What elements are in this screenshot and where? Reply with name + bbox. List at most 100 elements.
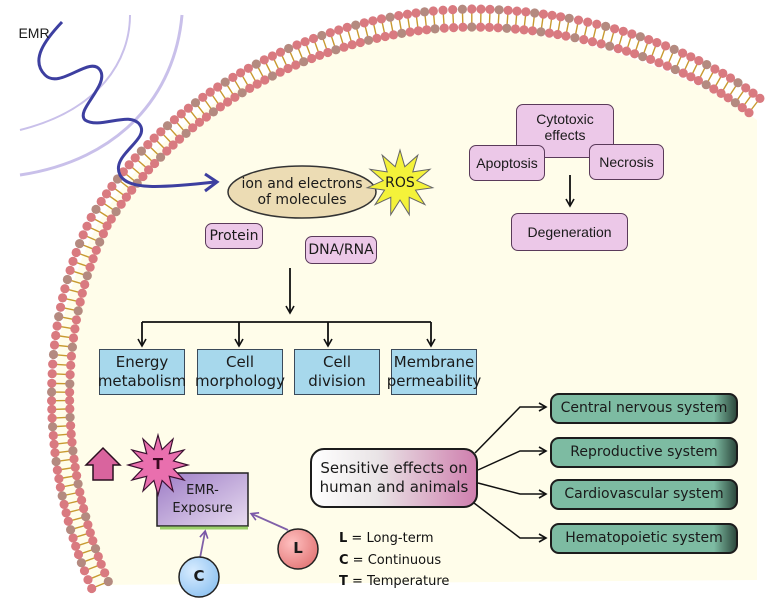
lipid-head	[494, 5, 504, 15]
lipid-head	[561, 31, 571, 41]
lipid-tail	[322, 39, 328, 49]
lipid-tail	[692, 63, 698, 74]
lipid-head	[86, 212, 96, 222]
lipid-tail	[83, 244, 93, 250]
lipid-head	[364, 35, 374, 45]
lipid-head	[65, 412, 75, 422]
effect-line1: Energy	[115, 353, 169, 372]
lipid-head	[402, 9, 412, 19]
lipid-head	[96, 559, 106, 569]
exposure-line2: Exposure	[172, 501, 233, 516]
lipid-tail	[197, 105, 205, 115]
lipid-head	[73, 479, 83, 489]
lipid-tail	[273, 59, 280, 69]
lipid-head	[718, 68, 728, 78]
lipid-head	[106, 214, 116, 224]
lipid-head	[260, 75, 270, 85]
effect-line2: morphology	[195, 372, 285, 390]
lipid-head	[51, 330, 61, 341]
lipid-head	[68, 446, 78, 456]
lipid-head	[613, 44, 623, 54]
lipid-head	[627, 29, 637, 39]
lipid-tail	[540, 17, 544, 29]
lipid-head	[150, 158, 160, 169]
lipid-head	[85, 528, 95, 538]
lipid-head	[448, 5, 458, 15]
long-term-badge	[277, 528, 319, 570]
lipid-head	[66, 351, 76, 361]
lipid-head	[65, 404, 75, 414]
lipid-head	[130, 153, 140, 163]
temperature-badge-label: T	[152, 455, 164, 474]
system-box-hematopoietic: Hematopoietic system	[550, 523, 738, 554]
lipid-head	[502, 23, 512, 33]
lipid-tail	[57, 433, 68, 436]
lipid-tail	[120, 180, 130, 189]
emr-exposure-text: EMR- Exposure	[157, 476, 248, 524]
lipid-head	[252, 79, 262, 89]
lipid-tail	[68, 289, 79, 293]
lipid-head	[162, 121, 173, 131]
effect-line2: metabolism	[97, 372, 187, 390]
lipid-head	[292, 40, 302, 50]
lipid-head	[334, 25, 344, 35]
lipid-tail	[94, 218, 104, 225]
lipid-tail	[241, 75, 249, 86]
lipid-head	[510, 24, 520, 34]
lipid-tail	[226, 85, 234, 95]
lipid-head	[536, 27, 546, 37]
lipid-head	[476, 4, 486, 14]
lipid-head	[230, 92, 240, 102]
lipid-tail	[71, 279, 82, 285]
lipid-head	[73, 306, 83, 316]
legend-item: C = Continuous	[339, 553, 441, 568]
lipid-tail	[744, 95, 752, 105]
lipid-head	[618, 26, 628, 36]
lipid-head	[730, 98, 741, 108]
lipid-tail	[59, 335, 70, 339]
lipid-head	[79, 566, 90, 576]
lipid-tail	[137, 160, 147, 168]
lipid-head	[71, 247, 81, 258]
lipid-head	[190, 98, 201, 108]
lipid-tail	[557, 20, 561, 31]
lipid-head	[183, 103, 193, 113]
lipid-tail	[79, 541, 90, 546]
lipid-head	[51, 456, 61, 467]
lipid-tail	[64, 483, 75, 488]
lipid-head	[579, 35, 589, 45]
lipid-tail	[90, 227, 101, 233]
lipid-head	[93, 551, 103, 562]
lipid-tail	[84, 557, 95, 562]
lipid-tail	[297, 48, 303, 59]
lipid-head	[670, 64, 680, 75]
lipid-head	[299, 57, 309, 67]
lipid-tail	[156, 140, 165, 149]
lipid-head	[83, 575, 93, 585]
lipid-head	[485, 4, 495, 15]
emr-exposure-box	[156, 472, 249, 527]
lipid-head	[413, 26, 423, 36]
lipid-tail	[211, 95, 219, 104]
lipid-head	[107, 181, 117, 191]
lipid-head	[75, 239, 85, 249]
lipid-tail	[373, 24, 377, 35]
lipid-head	[48, 349, 59, 360]
lipid-head	[47, 378, 57, 388]
legend-key: L	[339, 531, 348, 546]
lipid-head	[60, 284, 70, 294]
lipid-tail	[109, 195, 119, 203]
lipid-head	[317, 30, 327, 41]
lipid-head	[342, 22, 352, 32]
lipid-tail	[65, 492, 77, 496]
lipid-head	[83, 520, 93, 530]
lipid-tail	[73, 270, 84, 276]
lipid-head	[98, 229, 108, 239]
long-term-badge-label: L	[293, 539, 303, 558]
lipid-head	[54, 474, 64, 484]
lipid-tail	[314, 42, 319, 52]
lipid-head	[723, 93, 733, 103]
lipid-head	[397, 28, 407, 38]
lipid-head	[149, 133, 159, 143]
